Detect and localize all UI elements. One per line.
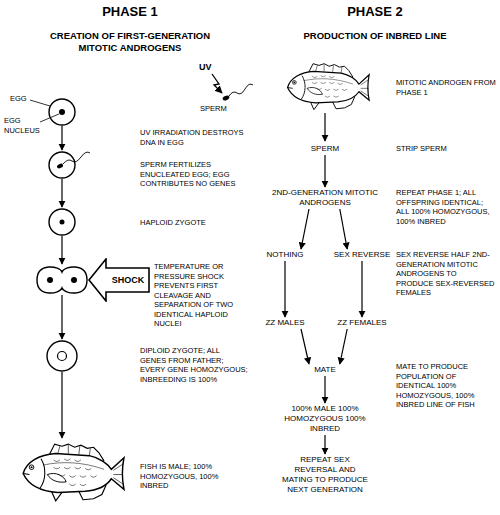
note-text: SEX REVERSE HALF 2ND-GENERATION MITOTIC … — [396, 250, 496, 298]
flow-arrow — [324, 376, 325, 403]
note-text: TEMPERATURE OR PRESSURE SHOCK PREVENTS F… — [154, 262, 248, 329]
flow-step: NOTHING — [254, 250, 316, 260]
male-fish — [23, 444, 124, 501]
note-text: FISH IS MALE; 100% HOMOZYGOUS, 100% INBR… — [140, 462, 248, 491]
haploid-nucleus — [47, 277, 53, 283]
step-arrow — [324, 113, 325, 141]
shock-label: SHOCK — [106, 268, 150, 292]
step-text: ZZ FEMALES — [331, 318, 393, 328]
flow-arrow — [340, 209, 347, 249]
shock-arrow: SHOCK — [88, 258, 150, 302]
flow-arrow — [301, 329, 309, 364]
flow-step: SPERM — [290, 144, 360, 154]
fertilized-egg — [49, 152, 75, 178]
sperm-tail — [229, 84, 253, 96]
step-text: ZZ MALES — [254, 318, 316, 328]
flow-step: MATE — [300, 365, 350, 375]
part-label: SPERM — [200, 104, 240, 114]
note-text: DIPLOID ZYGOTE; ALL GENES FROM FATHER; E… — [140, 346, 248, 384]
phase-heading: PHASE 1 — [0, 4, 260, 19]
flow-step: 100% MALE 100% HOMOZYGOUS 100% INBRED — [282, 404, 368, 434]
part-label: UV — [199, 62, 219, 73]
flow-arrow — [324, 435, 325, 454]
note-text: STRIP SPERM — [396, 144, 496, 154]
part-label: EGG NUCLEUS — [4, 116, 44, 135]
flow-arrow — [324, 155, 325, 187]
shock-arrow-shape — [89, 259, 149, 301]
step-arrow — [61, 372, 62, 438]
step-arrow — [61, 236, 62, 264]
flow-step: REPEAT SEX REVERSAL AND MATING TO PRODUC… — [281, 455, 369, 495]
step-text: NOTHING — [254, 250, 316, 260]
flow-step: 2ND-GENERATION MITOTIC ANDROGENS — [258, 188, 393, 208]
leader-line — [40, 114, 59, 122]
step-text: 2ND-GENERATION MITOTIC ANDROGENS — [258, 188, 393, 208]
cleaving-cell — [37, 267, 87, 293]
diploid-nucleus — [58, 352, 67, 361]
phase-heading: PRODUCTION OF INBRED LINE — [250, 30, 500, 42]
egg-nucleus — [59, 109, 65, 115]
note-text: HAPLOID ZYGOTE — [140, 218, 248, 228]
step-text: SPERM — [290, 144, 360, 154]
step-text: MATE — [300, 365, 350, 375]
egg-cell — [49, 99, 75, 125]
haploid-zygote — [49, 209, 75, 235]
step-arrow — [61, 295, 62, 339]
flow-step: SEX REVERSE — [331, 250, 393, 260]
step-text: 100% MALE 100% HOMOZYGOUS 100% INBRED — [282, 404, 368, 434]
leader-line — [30, 100, 50, 106]
note-text: MATE TO PRODUCE POPULATION OF IDENTICAL … — [396, 362, 496, 410]
step-text: SEX REVERSE — [331, 250, 393, 260]
part-label: EGG — [10, 94, 40, 104]
step-text: REPEAT SEX REVERSAL AND MATING TO PRODUC… — [281, 455, 369, 495]
note-text: REPEAT PHASE 1; ALL OFFSPRING IDENTICAL;… — [396, 188, 496, 226]
haploid-nucleus — [71, 277, 77, 283]
phase-heading: CREATION OF FIRST-GENERATION MITOTIC AND… — [30, 30, 230, 53]
uv-bolt — [212, 74, 222, 93]
step-arrow — [61, 126, 62, 150]
flow-arrow — [361, 261, 362, 317]
note-text: MITOTIC ANDROGEN FROM PHASE 1 — [396, 78, 496, 97]
sperm-tail — [63, 152, 90, 164]
flow-step: ZZ MALES — [254, 318, 316, 328]
step-arrow — [61, 179, 62, 207]
phase-heading: PHASE 2 — [250, 4, 500, 19]
note-text: UV IRRADIATION DESTROYS DNA IN EGG — [140, 128, 248, 147]
flow-step: ZZ FEMALES — [331, 318, 393, 328]
zygote-nucleus — [60, 220, 65, 225]
flow-arrow — [301, 209, 309, 249]
diploid-zygote — [47, 341, 77, 371]
androgen-fish — [288, 64, 370, 110]
sperm-head — [56, 163, 63, 169]
flow-arrow — [340, 329, 347, 364]
note-text: SPERM FERTILIZES ENUCLEATED EGG; EGG CON… — [140, 160, 248, 189]
flow-arrow — [284, 261, 285, 317]
